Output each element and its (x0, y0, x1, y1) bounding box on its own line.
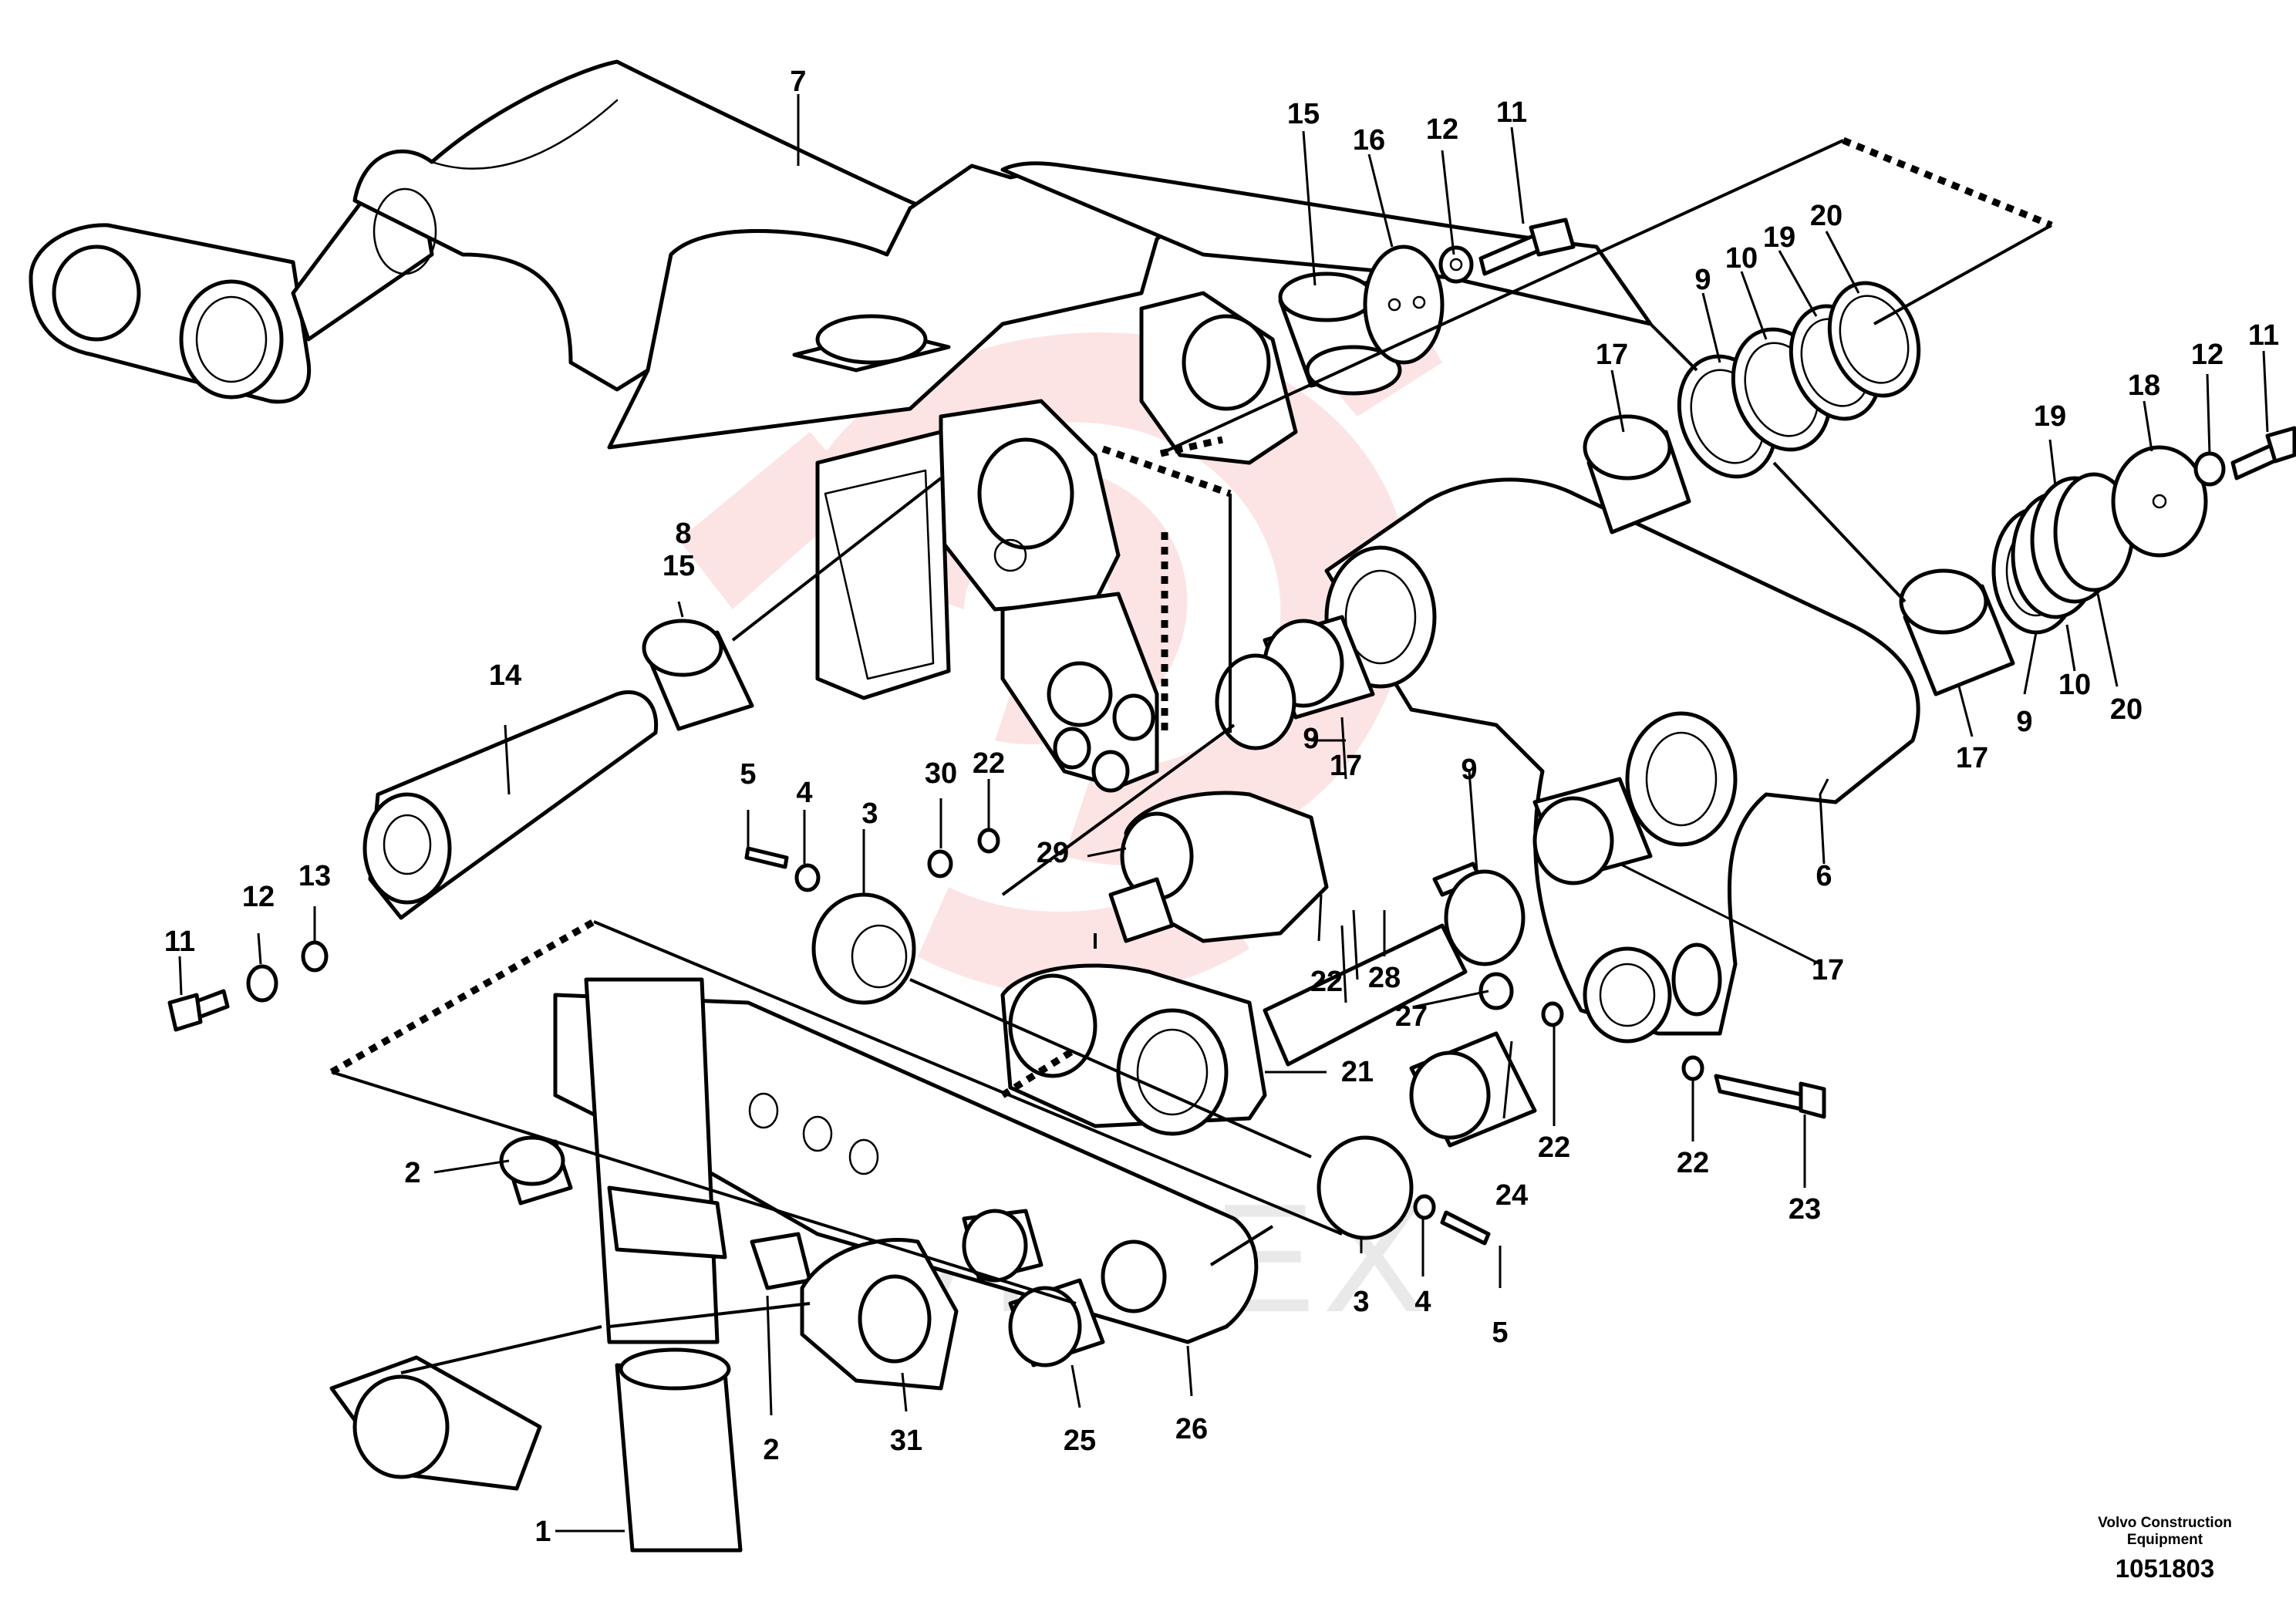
callout-17: 17 (1812, 954, 1844, 986)
callout-19: 19 (2034, 400, 2066, 433)
callout-22: 22 (1677, 1147, 1709, 1179)
callout-5: 5 (740, 758, 756, 791)
callout-16: 16 (1353, 124, 1385, 157)
callout-3: 3 (1353, 1286, 1369, 1318)
part-9-washer-upper (1215, 653, 1296, 750)
callout-5: 5 (1492, 1317, 1508, 1349)
leader-lines (178, 94, 2269, 1533)
callout-18: 18 (2128, 369, 2160, 402)
callout-20: 20 (2110, 693, 2143, 726)
ring-stack-upper (1677, 281, 1921, 479)
callout-22: 22 (1310, 966, 1343, 998)
callout-10: 10 (2058, 669, 2091, 701)
callout-27: 27 (1395, 1000, 1428, 1033)
callout-31: 31 (890, 1425, 922, 1457)
dashed-frames (329, 137, 2053, 1098)
callout-15: 15 (1287, 98, 1320, 130)
callout-11: 11 (1496, 96, 1527, 129)
callout-21: 21 (1341, 1056, 1374, 1088)
callout-22: 22 (973, 747, 1005, 780)
part-7-upper-tube (29, 59, 928, 404)
part-27-nut (1478, 972, 1514, 1010)
assembly-lines (331, 139, 2052, 1374)
callout-7: 7 (790, 66, 806, 98)
part-26-carrier (553, 993, 1259, 1344)
part-1-upright (584, 977, 720, 1344)
part-13-spacer (301, 940, 329, 973)
callout-24: 24 (1495, 1179, 1528, 1212)
callout-20: 20 (1810, 200, 1843, 232)
part-16-plate (1363, 244, 1445, 365)
callout-14: 14 (489, 659, 521, 692)
callout-9: 9 (1461, 754, 1477, 786)
callout-17: 17 (1956, 742, 1988, 774)
ring-stack-right (1991, 426, 2296, 635)
callout-1: 1 (534, 1516, 551, 1548)
part-12-washer (1438, 245, 1474, 284)
callout-12: 12 (2191, 339, 2224, 371)
callout-12: 12 (242, 881, 275, 913)
callout-25: 25 (1064, 1425, 1096, 1457)
callout-15: 15 (663, 550, 695, 582)
callout-26: 26 (1175, 1413, 1208, 1445)
callout-17: 17 (1596, 339, 1628, 371)
figure-number: 1051803 (2116, 1554, 2214, 1583)
callout-9: 9 (1694, 264, 1711, 296)
part-9-washer-mid (1444, 869, 1526, 966)
callout-9: 9 (1303, 723, 1319, 755)
callout-28: 28 (1368, 962, 1401, 994)
callout-3: 3 (861, 798, 878, 830)
callout-2: 2 (763, 1434, 779, 1466)
part-2-bushing-mid (750, 1232, 812, 1290)
part-18-cap (2111, 445, 2208, 558)
center-parts (744, 653, 1826, 1246)
part-12-washer-left (246, 964, 278, 1003)
callout-10: 10 (1725, 242, 1758, 275)
callout-4: 4 (1414, 1286, 1431, 1318)
part-3-flange-left (811, 892, 916, 1005)
left-pin-parts (167, 619, 754, 1032)
credit-block: Volvo Construction Equipment 1051803 (2098, 1515, 2232, 1583)
callout-12: 12 (1426, 113, 1458, 146)
callout-11: 11 (2248, 319, 2279, 352)
callout-23: 23 (1789, 1193, 1821, 1226)
callout-8: 8 (675, 518, 691, 550)
callout-9: 9 (2016, 706, 2032, 738)
callout-11: 11 (164, 926, 195, 958)
callout-2: 2 (404, 1157, 420, 1189)
part-28-pin (1263, 923, 1468, 1067)
part-30-nut (927, 849, 953, 878)
credit-line-1: Volvo Construction (2098, 1515, 2232, 1531)
part-23-bolt (1714, 1074, 1811, 1113)
callout-22: 22 (1538, 1131, 1570, 1164)
callout-6: 6 (1816, 860, 1832, 892)
part-12-washer-right (2193, 451, 2226, 487)
callout-13: 13 (298, 860, 331, 892)
callout-29: 29 (1037, 837, 1069, 869)
part-3-flange-right (1317, 1135, 1414, 1240)
callout-19: 19 (1763, 221, 1795, 254)
callouts: 1 2 2 3 3 4 4 5 5 6 7 8 9 9 9 9 10 10 11… (164, 66, 2279, 1548)
callout-30: 30 (925, 757, 957, 790)
callout-4: 4 (796, 777, 812, 809)
callout-17: 17 (1330, 750, 1362, 782)
credit-line-2: Equipment (2127, 1532, 2203, 1548)
bottom-assembly (329, 977, 1259, 1553)
